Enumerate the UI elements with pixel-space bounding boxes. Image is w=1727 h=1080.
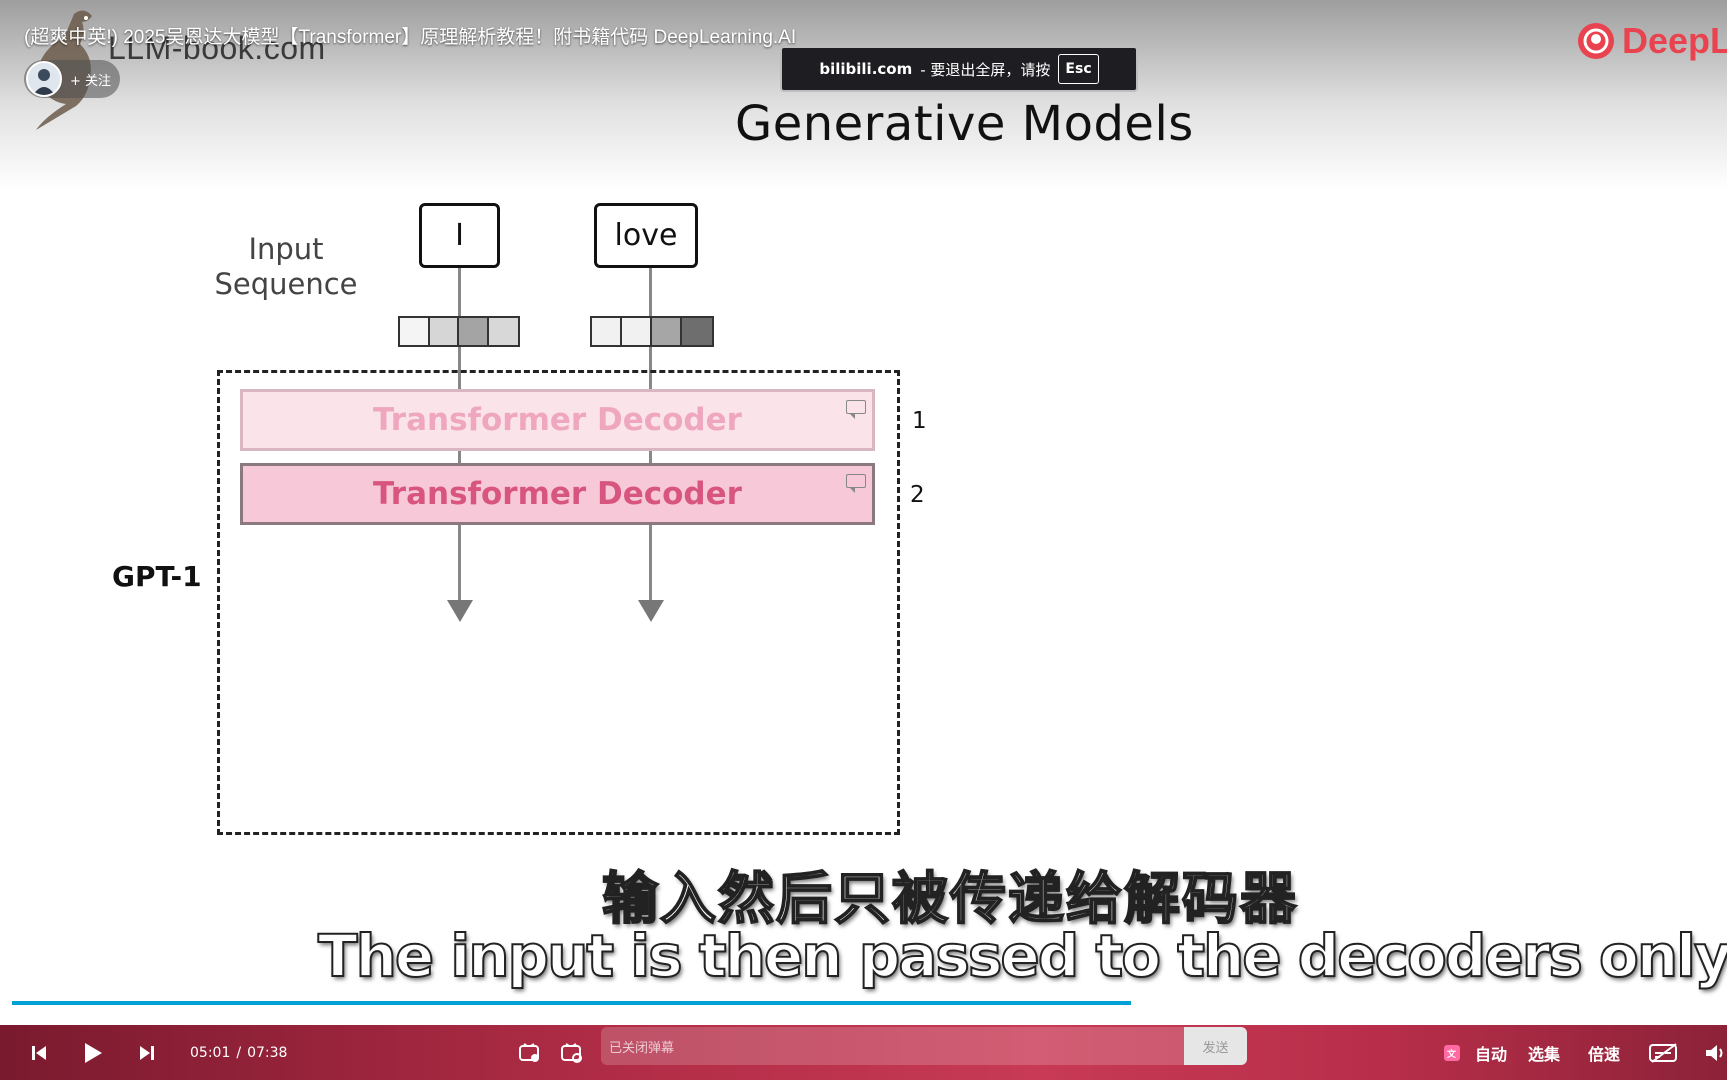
auto-quality-button[interactable]: 自动 [1475,1025,1507,1080]
svg-text:文: 文 [1446,1048,1457,1060]
vector-cell [622,318,652,345]
comment-icon [846,400,866,414]
slide-title: Generative Models [735,96,1194,152]
deeplearning-logo-icon [1576,21,1616,61]
decoder-label: Transformer Decoder [373,402,742,438]
danmaku-input[interactable]: 已关闭弹幕 [601,1027,1184,1065]
send-button[interactable]: 发送 [1184,1027,1247,1065]
next-button[interactable] [132,1025,162,1080]
volume-icon [1704,1043,1726,1063]
brand-logo: DeepL [1576,20,1727,62]
vector-cell [430,318,460,345]
exit-fullscreen-hint: bilibili.com - 要退出全屏，请按 Esc [780,46,1138,92]
subtitle-english: The input is then passed to the decoders… [318,922,1608,990]
time-display: 05:01 / 07:38 [190,1025,287,1080]
layer-number: 1 [912,408,927,434]
esc-key-label: Esc [1058,54,1098,84]
vector-cell [489,318,518,345]
comment-icon [846,474,866,488]
time-separator: / [236,1045,241,1061]
arrow-down-icon [447,600,473,622]
danmaku-toggle-icon [519,1043,541,1063]
vector-cell [459,318,489,345]
vector-cell [682,318,712,345]
skip-next-icon [138,1044,156,1062]
brand-name: DeepL [1622,20,1727,62]
progress-bar-fill [12,1001,1131,1005]
transformer-decoder-1: Transformer Decoder [240,389,875,451]
skip-previous-icon [30,1044,48,1062]
uploader-follow-chip[interactable]: + 关注 [24,60,120,98]
arrow-down-icon [638,600,664,622]
avatar[interactable] [26,61,62,97]
episodes-button[interactable]: 选集 [1528,1025,1560,1080]
danmaku-settings-button[interactable] [558,1025,586,1080]
follow-button[interactable]: + 关注 [70,70,111,89]
volume-button[interactable] [1704,1025,1726,1080]
input-sequence-line1: Input [206,232,366,267]
decoder-label: Transformer Decoder [373,476,742,512]
token-box: love [594,203,698,268]
model-label: GPT-1 [112,560,202,593]
previous-button[interactable] [24,1025,54,1080]
hint-message: - 要退出全屏，请按 [920,59,1050,80]
speed-button[interactable]: 倍速 [1588,1025,1620,1080]
input-sequence-label: Input Sequence [206,232,366,302]
vector-cell [592,318,622,345]
avatar-person-icon [28,63,60,95]
embedding-vector [590,316,714,347]
danmaku-toggle-button[interactable] [516,1025,544,1080]
translate-icon-glyph: 文 [1443,1044,1461,1062]
hint-site: bilibili.com [819,60,912,78]
danmaku-settings-icon [561,1043,583,1063]
play-icon [82,1041,104,1065]
input-sequence-line2: Sequence [206,267,366,302]
vector-cell [652,318,682,345]
current-time: 05:01 [190,1045,230,1061]
layer-number: 2 [910,482,925,508]
token-box: I [419,203,500,268]
subtitle-off-icon [1648,1042,1680,1064]
progress-bar[interactable] [12,1001,1715,1005]
translate-icon[interactable]: 文 [1443,1025,1461,1080]
subtitle-toggle-button[interactable] [1648,1025,1680,1080]
play-button[interactable] [76,1025,110,1080]
vector-cell [400,318,430,345]
embedding-vector [398,316,520,347]
transformer-decoder-2: Transformer Decoder [240,463,875,525]
video-title: (超爽中英!) 2025吴恩达大模型【Transformer】原理解析教程！附书… [24,22,796,49]
duration: 07:38 [247,1045,287,1061]
